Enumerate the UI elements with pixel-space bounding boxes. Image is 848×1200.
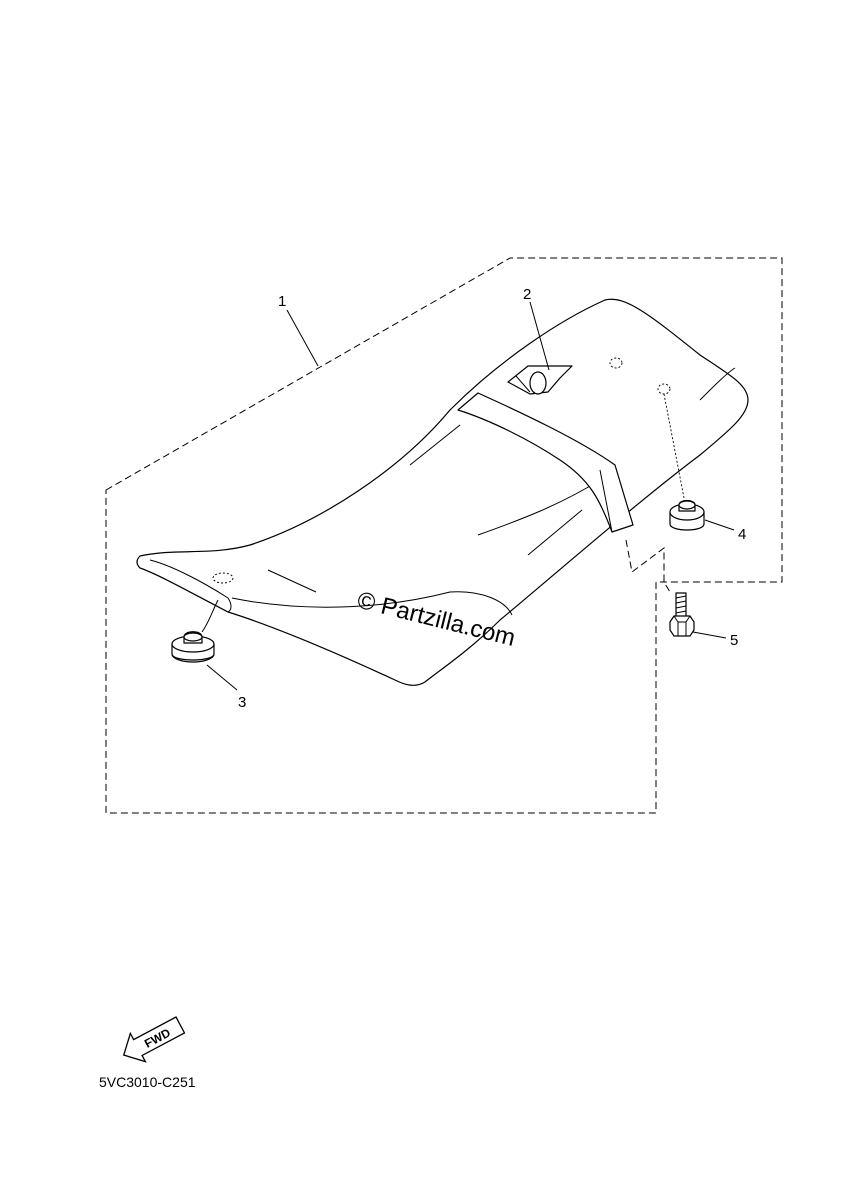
callout-leader-4: [704, 519, 735, 531]
bolt: [669, 592, 695, 637]
callout-leader-5: [692, 631, 727, 639]
callout-4: 4: [738, 526, 746, 543]
callout-leader-2: [529, 301, 550, 371]
callout-3: 3: [238, 694, 246, 711]
fwd-arrow-icon: FWD: [122, 1016, 186, 1063]
callout-leader-1: [286, 309, 319, 367]
callout-1: 1: [278, 293, 286, 310]
callout-2: 2: [523, 286, 531, 303]
assembly-boundary: [105, 257, 783, 814]
diagram-code: 5VC3010-C251: [99, 1074, 196, 1090]
rear-damper: [669, 499, 705, 531]
callout-5: 5: [730, 632, 738, 649]
callout-leader-3: [206, 664, 238, 691]
front-damper: [171, 631, 215, 663]
seat-strap: [457, 392, 634, 533]
seat-hook: [507, 365, 573, 395]
